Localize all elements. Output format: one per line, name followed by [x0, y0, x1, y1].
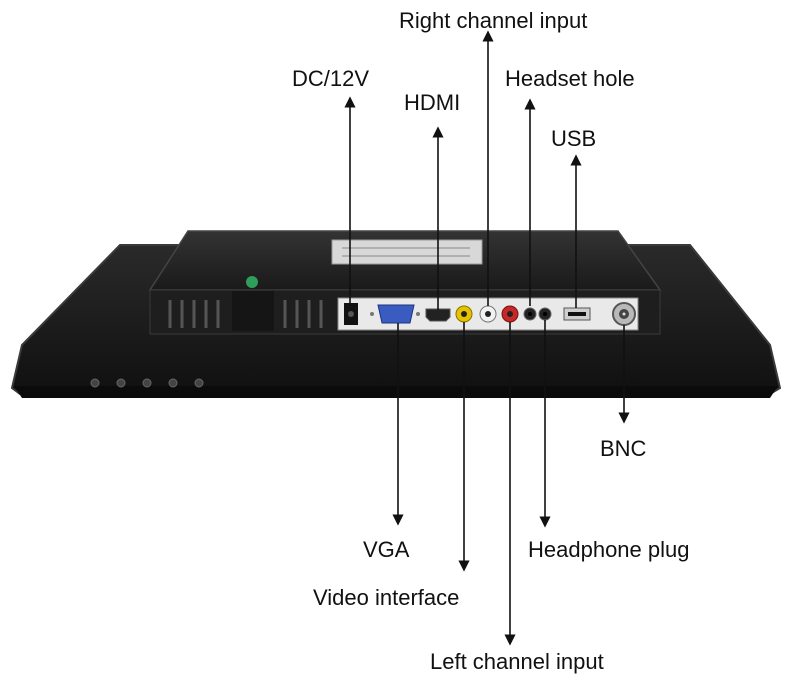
label-usb: USB	[551, 126, 596, 151]
label-bnc: BNC	[600, 436, 647, 461]
dc-jack-icon	[344, 303, 358, 325]
callout-arrows	[344, 30, 630, 646]
hdmi-port-icon	[425, 308, 451, 322]
label-headset-hole: Headset hole	[505, 66, 635, 91]
label-right-channel: Right channel input	[399, 8, 587, 33]
label-hdmi: HDMI	[404, 90, 460, 115]
audio-jack-icon	[538, 307, 552, 321]
rca-jack-icon	[479, 305, 497, 323]
vent-grille	[168, 300, 323, 328]
usb-port-icon	[563, 307, 591, 321]
rca-jack-icon	[455, 305, 473, 323]
status-led	[246, 276, 258, 288]
audio-jack-icon	[523, 307, 537, 321]
label-vga: VGA	[363, 537, 410, 562]
rca-jack-icon	[501, 305, 519, 323]
front-buttons	[90, 378, 204, 388]
vga-port-icon	[370, 304, 420, 324]
label-left-channel: Left channel input	[430, 649, 604, 674]
label-headphone-plug: Headphone plug	[528, 537, 689, 562]
label-video-interface: Video interface	[313, 585, 459, 610]
label-dc: DC/12V	[292, 66, 369, 91]
bnc-connector-icon	[612, 302, 636, 326]
